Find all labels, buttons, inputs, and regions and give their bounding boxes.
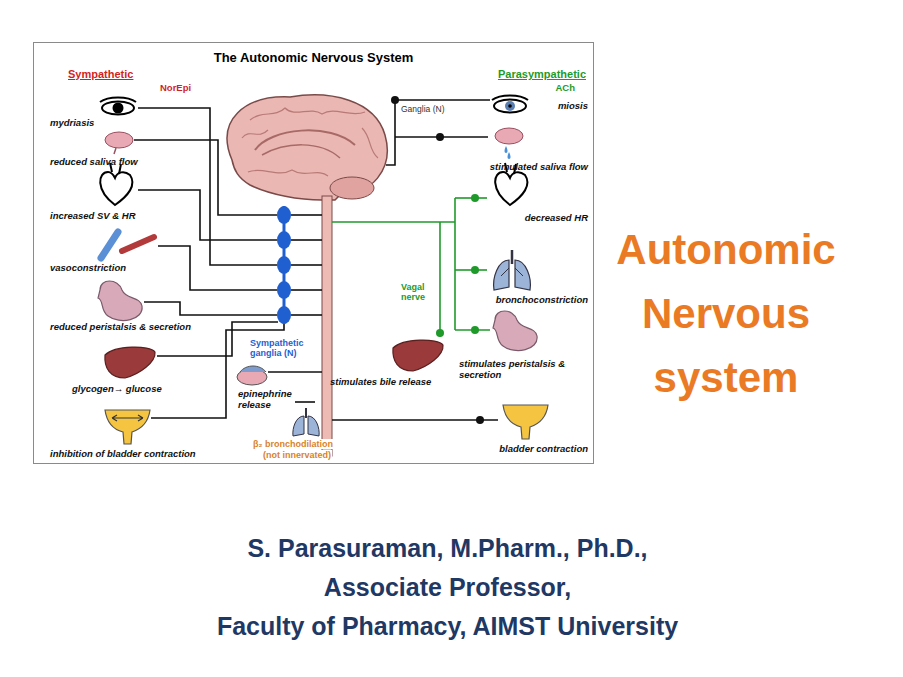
ganglia-label: Sympathetic ganglia (N) <box>250 338 312 359</box>
salivary-gland-icon <box>495 128 523 159</box>
effect-label: inhibition of bladder contraction <box>50 449 196 460</box>
stomach-icon <box>493 311 537 351</box>
receptor-label: β₂ bronchodilation <box>252 439 334 449</box>
vagal-dots <box>436 194 479 337</box>
author-line: S. Parasuraman, M.Pharm., Ph.D., <box>0 534 899 563</box>
spinal-cord <box>322 196 332 456</box>
note-label: (not innervated) <box>262 450 332 460</box>
lungs-icon <box>293 408 319 436</box>
effect-label: reduced saliva flow <box>50 157 138 168</box>
brain <box>227 95 387 200</box>
lungs-icon <box>494 250 531 290</box>
bladder-icon <box>105 410 150 444</box>
sympathetic-ganglia-chain <box>277 206 291 324</box>
adrenal-icon <box>237 366 267 385</box>
frame-title: The Autonomic Nervous System <box>34 50 593 65</box>
effect-label: stimulated saliva flow <box>490 162 588 173</box>
liver-icon <box>105 347 155 378</box>
author-line: Faculty of Pharmacy, AIMST University <box>0 612 899 641</box>
division-heading: Sympathetic <box>68 68 133 81</box>
effect-label: stimulates bile release <box>330 377 431 388</box>
effect-label: glycogen→ glucose <box>72 384 162 395</box>
bladder-icon <box>503 405 548 439</box>
effect-label: decreased HR <box>525 213 588 224</box>
effect-label: bladder contraction <box>499 444 588 455</box>
blood-vessel-icon <box>101 232 154 258</box>
effect-label: mydriasis <box>50 118 94 129</box>
transmitter-label: ACh <box>555 83 575 94</box>
salivary-gland-icon <box>105 132 133 154</box>
liver-icon <box>393 340 443 371</box>
heart-icon <box>100 163 132 205</box>
division-heading: Parasympathetic <box>498 68 586 81</box>
author-line: Associate Professor, <box>0 573 899 602</box>
eye-icon <box>492 96 528 113</box>
effect-label: reduced peristalsis & secretion <box>50 322 191 333</box>
diagram-frame: The Autonomic Nervous System <box>33 42 594 464</box>
sympathetic-wires <box>134 108 322 418</box>
effect-label: epinephrine release <box>238 389 300 411</box>
eye-icon <box>100 98 136 115</box>
vagal-wires <box>332 198 490 337</box>
ganglia-label: Ganglia (N) <box>401 105 444 115</box>
effect-label: miosis <box>558 101 588 112</box>
effect-label: bronchoconstriction <box>496 295 588 306</box>
effect-label: vasoconstriction <box>50 263 126 274</box>
effect-label: stimulates peristalsis & secretion <box>459 359 587 381</box>
nerve-label: Vagal nerve <box>401 282 435 303</box>
slide-title: Autonomic Nervous system <box>595 218 857 410</box>
transmitter-label: NorEpi <box>160 83 191 94</box>
effect-label: increased SV & HR <box>50 211 136 222</box>
stomach-icon <box>98 281 142 321</box>
